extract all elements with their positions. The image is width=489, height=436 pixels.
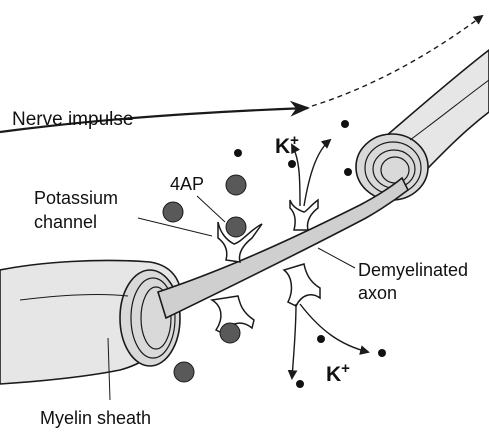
myelin-sheath-left <box>0 260 181 384</box>
4ap-blocker <box>226 175 246 195</box>
nerve-impulse-label: Nerve impulse <box>12 109 133 130</box>
leader-line-demyelinated-axon <box>318 248 355 268</box>
k-efflux-arrow <box>300 304 368 352</box>
potassium-ion <box>296 380 304 388</box>
k-plus-label-bottom: K+ <box>326 360 350 386</box>
potassium-ion <box>234 149 242 157</box>
leader-line-4ap <box>197 196 225 222</box>
potassium-ion <box>341 120 349 128</box>
k-efflux-arrow <box>292 304 296 378</box>
myelin-sheath-right <box>356 50 489 200</box>
4ap-blocker <box>163 202 183 222</box>
potassium-ion <box>378 349 386 357</box>
potassium-ion <box>344 168 352 176</box>
k-efflux-arrow <box>292 145 300 206</box>
myelin-sheath-label: Myelin sheath <box>40 408 151 428</box>
potassium-ion <box>288 160 296 168</box>
potassium-channel-lower-right <box>284 264 320 306</box>
4ap-blocker <box>174 362 194 382</box>
potassium-ion <box>317 335 325 343</box>
4ap-blocker <box>220 323 240 343</box>
demyelinated-axon-label: Demyelinated axon <box>358 260 473 303</box>
potassium-channel-label: Potassium channel <box>34 188 123 232</box>
4ap-label: 4AP <box>170 174 204 194</box>
k-efflux-arrow <box>304 140 330 206</box>
4ap-blocker <box>226 217 246 237</box>
